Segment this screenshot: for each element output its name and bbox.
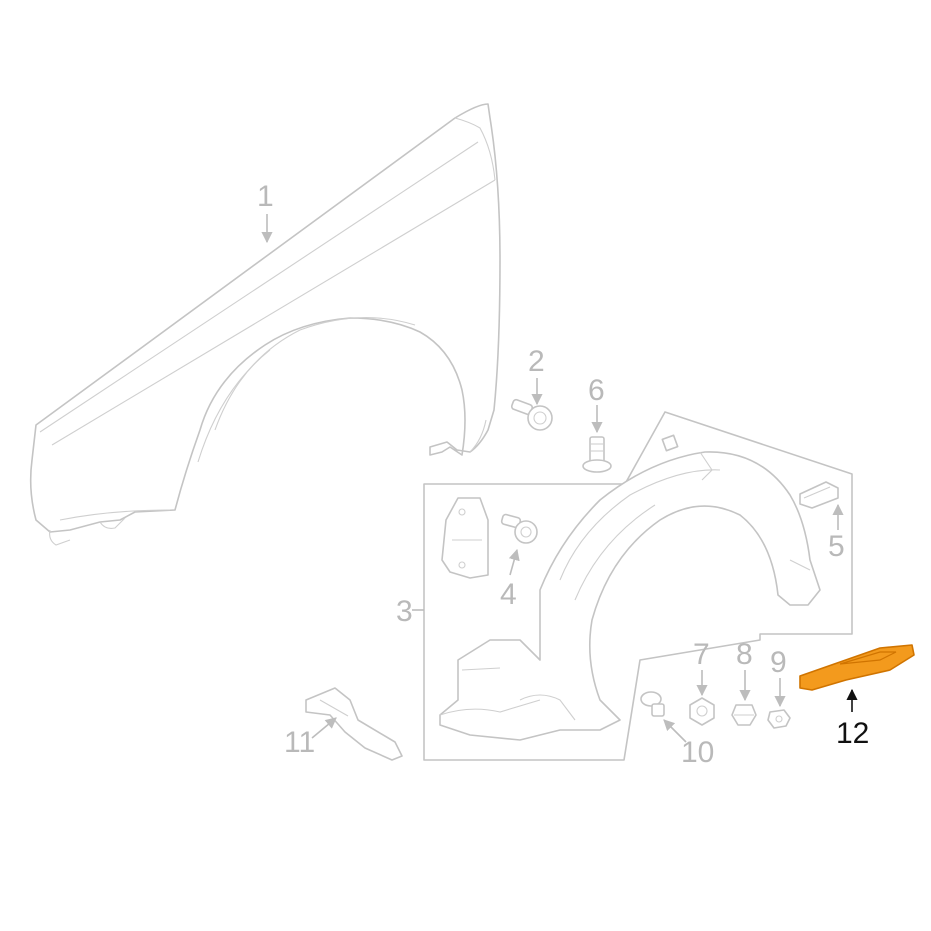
callout-5: 5 (828, 530, 845, 563)
leader-10 (663, 719, 687, 743)
liner-group-box (423, 411, 853, 761)
callout-8: 8 (736, 638, 753, 671)
bolt-part-4[interactable] (500, 513, 538, 544)
callout-4: 4 (500, 578, 517, 611)
bracket-part-11[interactable] (305, 687, 403, 761)
wheel-liner-part[interactable] (439, 434, 821, 741)
callout-9: 9 (770, 646, 787, 679)
clip-part-9[interactable] (767, 709, 791, 729)
callout-10: 10 (681, 736, 714, 769)
leader-11 (311, 717, 337, 739)
screw-part-10[interactable] (640, 691, 665, 717)
fender-part[interactable] (29, 103, 501, 546)
clip-part-5[interactable] (799, 481, 839, 509)
callout-1: 1 (257, 180, 274, 213)
leader-4 (508, 548, 520, 576)
callout-11: 11 (284, 726, 315, 759)
callout-7: 7 (693, 638, 710, 671)
highlighted-part-12[interactable] (799, 644, 915, 691)
clip-part-8[interactable] (731, 704, 757, 726)
bracket-part[interactable] (441, 497, 489, 579)
callout-3: 3 (396, 595, 413, 628)
bolt-part-2[interactable] (510, 398, 553, 431)
callout-6: 6 (588, 374, 605, 407)
callout-12: 12 (836, 717, 869, 750)
callout-2: 2 (528, 345, 545, 378)
clip-part-6[interactable] (582, 436, 612, 473)
nut-part-7[interactable] (689, 697, 715, 726)
